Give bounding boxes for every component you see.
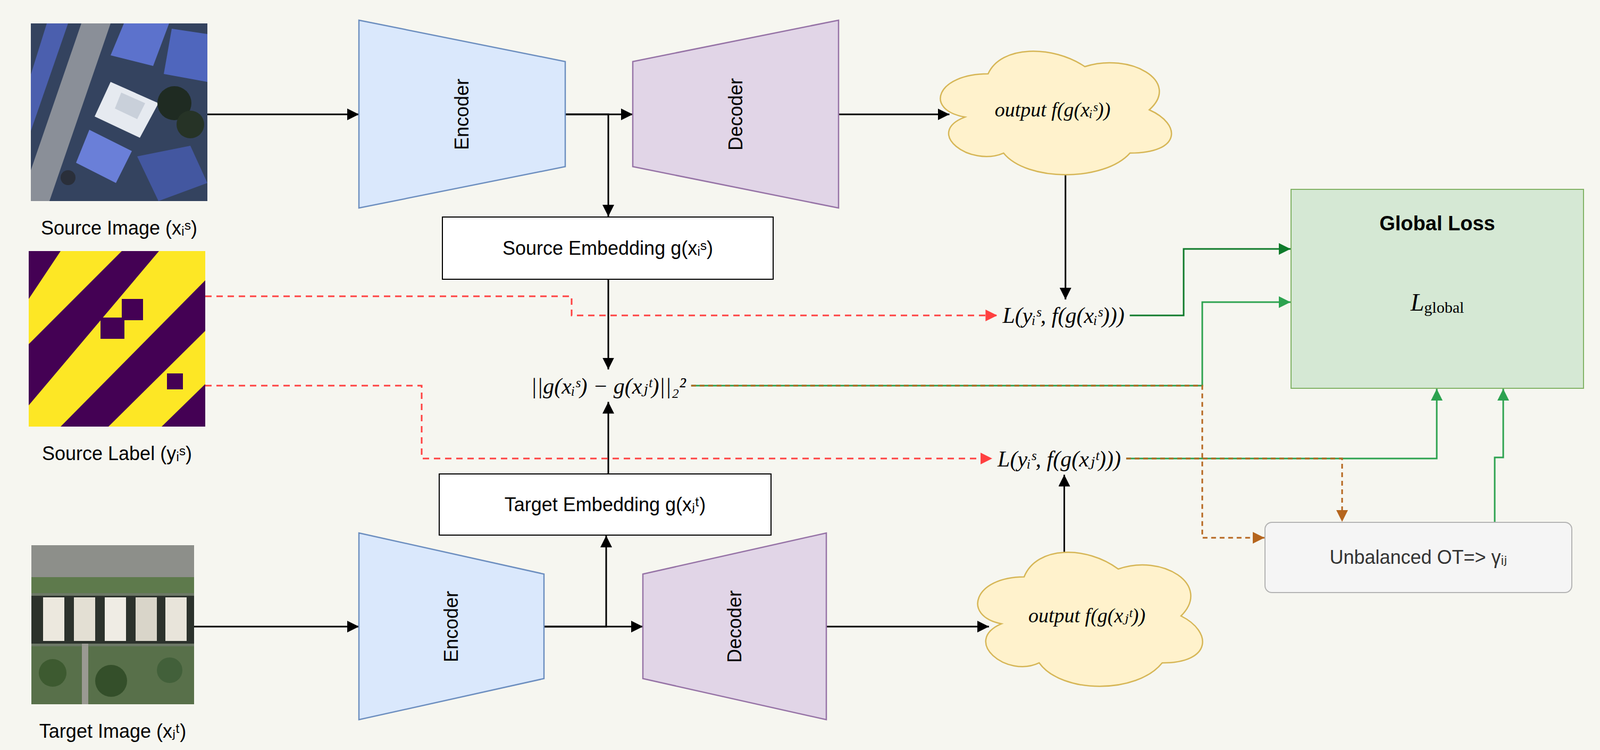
decoder-block: Decoder [642,532,827,720]
aerial-photo [30,23,208,201]
block-label: Encoder [450,78,474,150]
flow-arrow [543,535,607,627]
flow-arrow [194,625,359,628]
image-caption: Source Label (yᵢˢ) [42,442,192,465]
road [31,545,195,577]
ot-box: Unbalanced OT=> γᵢⱼ [1264,521,1573,593]
transport-arrow [1126,458,1343,522]
label-mask [28,250,206,427]
loss-arrow [1494,388,1504,522]
formula-label: ||g(xᵢˢ) − g(xⱼᵗ)||₂² [530,372,686,399]
cloud-shape [940,51,1172,175]
trapezoid-shape [358,20,566,208]
formula-label: L(yᵢˢ, f(g(xᵢˢ))) [1002,302,1125,329]
embedding-label: Target Embedding g(xⱼᵗ) [504,493,706,516]
distance-term: ||g(xᵢˢ) − g(xⱼᵗ)||₂² [530,372,686,399]
block-label: Decoder [724,77,748,150]
loss-arrow [1126,388,1437,459]
flow-arrow [565,114,609,217]
source-image: Source Image (xᵢˢ) [30,23,208,201]
trapezoid-shape [632,20,839,208]
tree [95,664,128,697]
target-image: Target Image (xⱼᵗ) [31,545,195,705]
mask-building [137,282,154,298]
lawn [31,646,195,705]
embedding-label: Source Embedding g(xᵢˢ) [502,237,714,260]
aerial-photo [31,545,195,705]
output-label: output f(g(xⱼᵗ)) [1025,603,1149,628]
encoder-block: Encoder [358,532,544,720]
mask-band [108,330,206,427]
house-row [31,595,195,644]
tree [156,657,183,683]
encoder-block: Encoder [358,20,566,208]
house [165,597,187,641]
tree [176,110,205,139]
decoder-block: Decoder [632,20,839,208]
trapezoid-shape [358,532,544,720]
loss-term: L(yᵢˢ, f(g(xⱼᵗ))) [997,445,1121,472]
house [135,597,157,641]
roof [110,23,170,66]
loss-term: L(yᵢˢ, f(g(xᵢˢ))) [1002,302,1125,329]
trapezoid-shape [642,532,827,720]
image-caption: Target Image (xⱼᵗ) [39,719,187,743]
label-arrow [205,296,998,316]
house [43,597,65,641]
block-label: Encoder [440,590,463,662]
roof [30,23,69,162]
embedding-box: Source Embedding g(xᵢˢ) [441,216,774,280]
mask-notch [121,298,144,321]
roof [137,145,208,201]
flow-arrow [838,113,950,116]
image-caption: Source Image (xᵢˢ) [40,216,198,240]
loss-arrow [691,302,1291,386]
house [73,597,96,641]
roof [163,28,208,82]
house [104,597,127,641]
flow-arrow [826,625,990,628]
photo-ground [31,545,195,705]
flow-arrow [1063,474,1066,553]
box-heading: Global Loss [1291,212,1583,236]
formula-symbol: L [1410,288,1425,316]
white-building [94,81,159,138]
output-label: output f(g(xᵢˢ)) [991,97,1114,123]
tree [38,658,67,687]
loss-arrow [1129,248,1291,316]
lawn [31,576,195,593]
output-cloud: output f(g(xⱼᵗ)) [961,537,1213,694]
formula-label: L(yᵢˢ, f(g(xⱼᵗ))) [997,445,1121,472]
embedding-box: Target Embedding g(xⱼᵗ) [438,473,772,536]
block-label: Decoder [723,589,747,663]
flow-arrow [607,401,610,474]
driveway [81,643,89,705]
car [60,170,76,186]
source-label-image: Source Label (yᵢˢ) [28,250,206,427]
output-cloud: output f(g(xᵢˢ)) [923,37,1182,182]
formula-group: Lglobal [1291,288,1583,317]
transport-arrow [691,385,1265,538]
mask-notch [166,373,183,390]
mask-notch [100,317,125,339]
roof [76,129,132,183]
flow-arrow [607,279,610,370]
ot-label: Unbalanced OT=> γᵢⱼ [1329,546,1507,569]
cloud-shape [977,551,1203,686]
global-loss-box: Global LossLglobal [1290,188,1585,389]
formula-subscript: global [1423,298,1464,317]
roof-detail [114,92,146,120]
mask-background [28,250,206,427]
flow-arrow [207,113,359,116]
mask-band [28,250,206,427]
flow-arrow [1064,174,1067,300]
